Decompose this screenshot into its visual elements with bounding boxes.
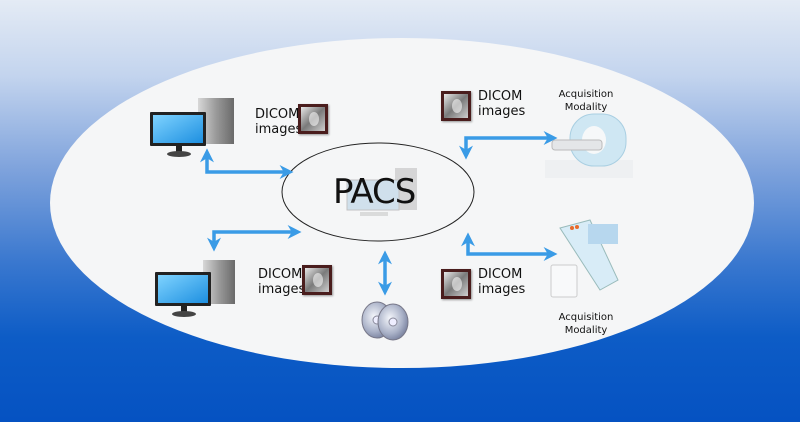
pacs-server-icon: [346, 168, 417, 216]
acquisition-modality-label-top: Acquisition Modality: [541, 88, 631, 114]
arrow-workstation-bottom-pacs: [207, 225, 302, 252]
dicom-label-line2: images: [478, 104, 526, 119]
acquisition-modality-label-bottom: Acquisition Modality: [541, 311, 631, 337]
dicom-label-line1: DICOM: [258, 267, 303, 282]
acq-label-line1: Acquisition: [558, 89, 614, 100]
dicom-label-line1: DICOM: [255, 107, 300, 122]
workstation-top-icon: [150, 98, 234, 157]
dicom-image-thumbnail-icon: [441, 269, 471, 299]
dicom-label-bottom-left: DICOM images: [258, 267, 305, 297]
dicom-label-top-left: DICOM images: [255, 107, 302, 137]
dicom-label-line2: images: [478, 282, 526, 297]
pacs-ellipse: [281, 142, 475, 242]
dicom-label-top-right: DICOM images: [478, 89, 525, 119]
dicom-label-line2: images: [258, 282, 306, 297]
dicom-image-thumbnail-icon: [441, 91, 471, 121]
arrow-workstation-top-pacs: [200, 148, 294, 179]
dicom-image-thumbnail-icon: [302, 265, 332, 295]
dicom-image-thumbnail-icon: [298, 104, 328, 134]
dicom-label-line1: DICOM: [478, 89, 523, 104]
dicom-label-bottom-right: DICOM images: [478, 267, 525, 297]
pacs-title: PACS: [333, 172, 416, 212]
acq-label-line2: Modality: [564, 102, 608, 113]
arrow-modality-bottom-pacs: [461, 232, 558, 261]
x-ray-system-icon: [550, 219, 619, 298]
dicom-label-line2: images: [255, 122, 303, 137]
acq-label-line1: Acquisition: [558, 312, 614, 323]
workstation-bottom-icon: [155, 260, 235, 317]
arrow-modality-top-pacs: [459, 131, 558, 160]
mri-scanner-icon: [545, 113, 633, 178]
dicom-label-line1: DICOM: [478, 267, 523, 282]
optical-discs-icon: [361, 301, 409, 341]
acq-label-line2: Modality: [564, 325, 608, 336]
